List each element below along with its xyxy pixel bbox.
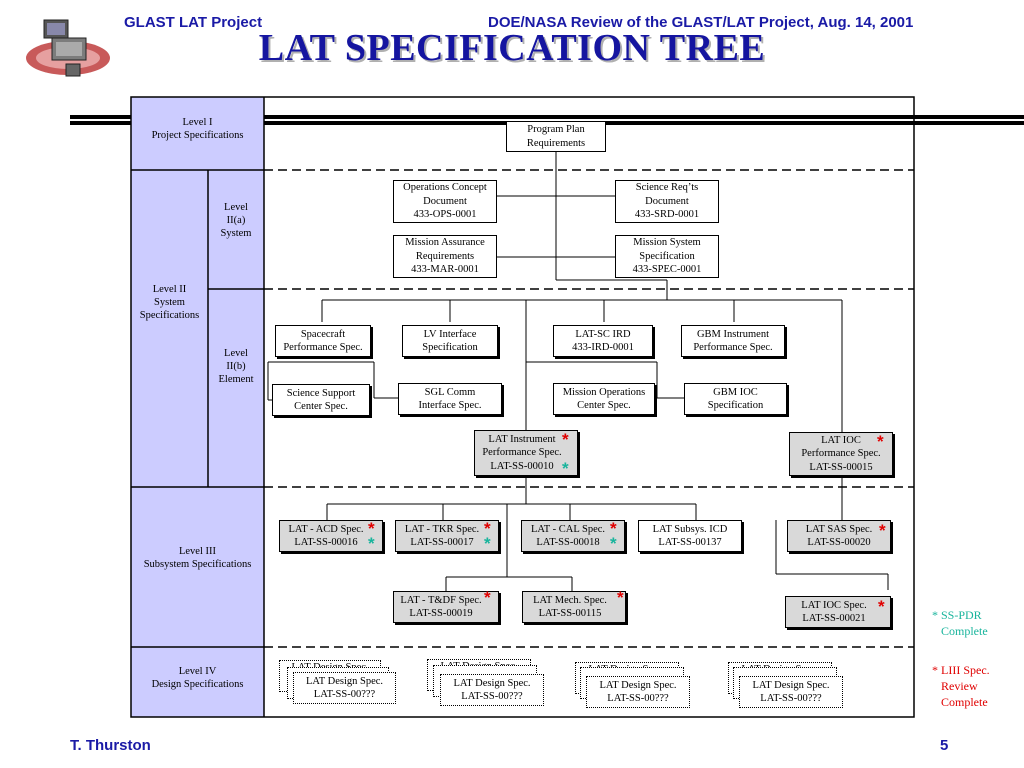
design-spec-front-3: LAT Design Spec. LAT-SS-00??? bbox=[586, 676, 690, 708]
science-reqs-box: Science Req’ts Document 433-SRD-0001 bbox=[615, 180, 719, 223]
legend-liii-review-complete: * LIII Spec. Review Complete bbox=[932, 663, 990, 709]
project-name: GLAST LAT Project bbox=[124, 14, 263, 31]
lat-sas-box: LAT SAS Spec. LAT-SS-00020 bbox=[787, 520, 891, 552]
lat-ioc-liii-star: * bbox=[877, 432, 884, 451]
mission-ops-box: Mission Operations Center Spec. bbox=[553, 383, 655, 415]
level-4-label: Level IV Design Specifications bbox=[151, 666, 244, 690]
lat-ioc-box: LAT IOC Performance Spec. LAT-SS-00015 bbox=[789, 432, 893, 476]
review-info: DOE/NASA Review of the GLAST/LAT Project… bbox=[488, 14, 914, 31]
header-rule-top bbox=[70, 115, 1024, 119]
level-2b-label: Level II(b) Element bbox=[218, 348, 254, 385]
level-2-label: Level II System Specifications bbox=[139, 284, 200, 321]
level-1-label: Level I Project Specifications bbox=[151, 117, 244, 141]
lat-mech-liii-star: * bbox=[617, 588, 624, 607]
gbm-instrument-box: GBM Instrument Performance Spec. bbox=[681, 325, 785, 357]
page-title: LAT SPECIFICATION TREE bbox=[258, 27, 766, 69]
lat-instrument-liii-star: * bbox=[562, 430, 569, 449]
operations-concept-box: Operations Concept Document 433-OPS-0001 bbox=[393, 180, 497, 223]
lat-cal-liii-star: * bbox=[610, 519, 617, 538]
level-3-label: Level III Subsystem Specifications bbox=[143, 546, 252, 570]
lat-cal-pdr-star: * bbox=[610, 534, 617, 553]
lat-tdf-liii-star: * bbox=[484, 588, 491, 607]
design-spec-front-4: LAT Design Spec. LAT-SS-00??? bbox=[739, 676, 843, 708]
page-number: 5 bbox=[940, 737, 949, 754]
mission-assurance-box: Mission Assurance Requirements 433-MAR-0… bbox=[393, 235, 497, 278]
sgl-comm-box: SGL Comm Interface Spec. bbox=[398, 383, 502, 415]
lat-mech-box: LAT Mech. Spec. LAT-SS-00115 bbox=[522, 591, 626, 623]
design-spec-front-2: LAT Design Spec. LAT-SS-00??? bbox=[440, 674, 544, 706]
lat-acd-liii-star: * bbox=[368, 519, 375, 538]
lat-tkr-liii-star: * bbox=[484, 519, 491, 538]
lat-tkr-box: LAT - TKR Spec. LAT-SS-00017 bbox=[395, 520, 499, 552]
lat-instrument-pdr-star: * bbox=[562, 459, 569, 478]
legend-pdr-complete: * SS-PDR Complete bbox=[932, 608, 988, 638]
lat-acd-pdr-star: * bbox=[368, 534, 375, 553]
lat-ioc-spec-liii-star: * bbox=[878, 597, 885, 616]
glast-logo bbox=[22, 14, 112, 86]
satellite-logo-icon bbox=[26, 19, 110, 77]
level-2a-label: Level II(a) System bbox=[220, 202, 252, 239]
lat-sc-ird-box: LAT-SC IRD 433-IRD-0001 bbox=[553, 325, 653, 357]
program-plan-box: Program Plan Requirements bbox=[506, 121, 606, 152]
science-support-box: Science Support Center Spec. bbox=[272, 384, 370, 416]
lat-cal-box: LAT - CAL Spec. LAT-SS-00018 bbox=[521, 520, 625, 552]
lat-tkr-pdr-star: * bbox=[484, 534, 491, 553]
footer-author: T. Thurston bbox=[70, 737, 151, 754]
lat-subsys-icd-box: LAT Subsys. ICD LAT-SS-00137 bbox=[638, 520, 742, 552]
spacecraft-perf-box: Spacecraft Performance Spec. bbox=[275, 325, 371, 357]
lat-tdf-box: LAT - T&DF Spec. LAT-SS-00019 bbox=[393, 591, 499, 623]
lat-sas-liii-star: * bbox=[879, 521, 886, 540]
mission-system-box: Mission System Specification 433-SPEC-00… bbox=[615, 235, 719, 278]
design-spec-front-1: LAT Design Spec. LAT-SS-00??? bbox=[293, 672, 396, 704]
lv-interface-box: LV Interface Specification bbox=[402, 325, 498, 357]
lat-ioc-spec-box: LAT IOC Spec. LAT-SS-00021 bbox=[785, 596, 891, 628]
gbm-ioc-box: GBM IOC Specification bbox=[684, 383, 787, 415]
lat-instrument-box: LAT Instrument Performance Spec. LAT-SS-… bbox=[474, 430, 578, 476]
lat-acd-box: LAT - ACD Spec. LAT-SS-00016 bbox=[279, 520, 383, 552]
